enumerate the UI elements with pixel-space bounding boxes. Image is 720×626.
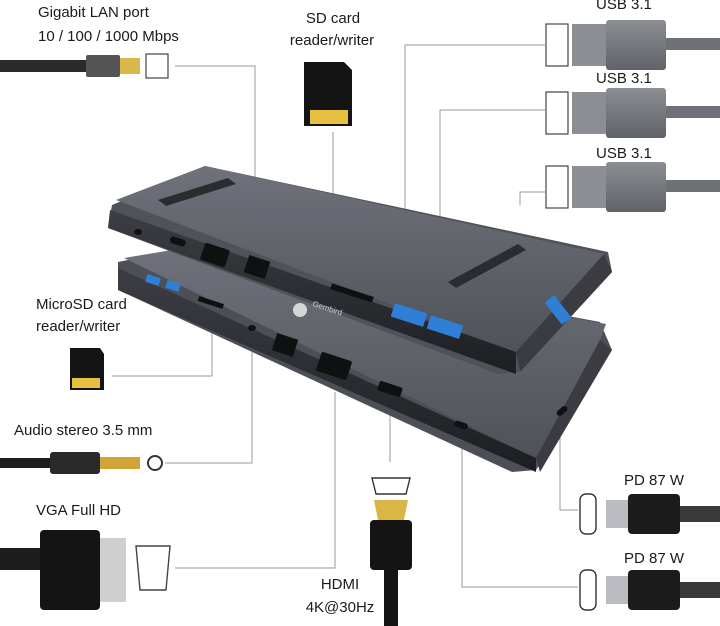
usb-cables — [545, 20, 720, 212]
microsd-card — [70, 348, 104, 390]
sd-label-line1: SD card — [305, 10, 361, 27]
pd-label-1: PD 87 W — [624, 472, 685, 489]
sd-label-line2: reader/writer — [289, 32, 375, 49]
vga-cable — [0, 530, 171, 610]
pd-cables — [579, 493, 720, 611]
lower-ports — [145, 274, 568, 430]
audio-cable — [0, 452, 163, 474]
upper-ports — [134, 229, 571, 339]
lan-port-title: Gigabit LAN port — [38, 4, 149, 21]
hdmi-cable — [370, 477, 412, 626]
hdmi-label-line1: HDMI — [320, 576, 360, 593]
lan-cable — [0, 53, 169, 79]
vga-label: VGA Full HD — [36, 502, 122, 519]
hdmi-label-line2: 4K@30Hz — [305, 599, 375, 616]
microsd-label-line1: MicroSD card — [36, 296, 127, 313]
usb-label-2: USB 3.1 — [596, 70, 652, 87]
usb-label-1: USB 3.1 — [596, 0, 652, 13]
microsd-label-line2: reader/writer — [36, 318, 121, 335]
pd-label-2: PD 87 W — [624, 550, 685, 567]
usb-label-3: USB 3.1 — [596, 145, 652, 162]
lan-port-speed: 10 / 100 / 1000 Mbps — [38, 28, 179, 45]
audio-label: Audio stereo 3.5 mm — [14, 422, 153, 439]
sd-card — [304, 62, 352, 126]
